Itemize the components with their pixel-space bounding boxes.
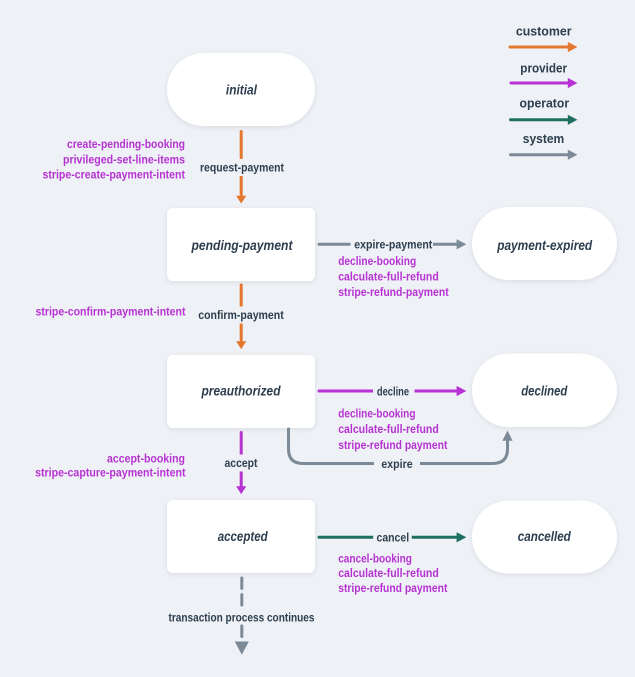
svg-text:initial: initial: [226, 82, 258, 98]
svg-text:confirm-payment: confirm-payment: [198, 308, 284, 322]
svg-text:transaction process continues: transaction process continues: [169, 611, 315, 625]
svg-text:create-pending-booking: create-pending-booking: [67, 137, 185, 151]
svg-text:system: system: [523, 132, 565, 146]
svg-text:accept: accept: [225, 456, 258, 470]
svg-text:stripe-refund payment: stripe-refund payment: [338, 438, 447, 452]
svg-text:calculate-full-refund: calculate-full-refund: [338, 422, 439, 436]
svg-text:expire: expire: [381, 457, 412, 471]
svg-text:provider: provider: [520, 61, 567, 75]
svg-text:accept-booking: accept-booking: [107, 452, 185, 466]
svg-text:cancel: cancel: [377, 531, 410, 545]
svg-text:preauthorized: preauthorized: [201, 383, 281, 399]
svg-text:operator: operator: [520, 97, 570, 111]
svg-text:customer: customer: [516, 24, 572, 38]
svg-text:payment-expired: payment-expired: [496, 237, 592, 253]
svg-text:stripe-create-payment-intent: stripe-create-payment-intent: [43, 168, 186, 182]
svg-text:calculate-full-refund: calculate-full-refund: [338, 566, 439, 580]
svg-text:request-payment: request-payment: [200, 160, 284, 174]
svg-text:declined: declined: [521, 383, 568, 399]
svg-text:stripe-capture-payment-intent: stripe-capture-payment-intent: [35, 466, 185, 480]
svg-text:privileged-set-line-items: privileged-set-line-items: [63, 152, 185, 166]
svg-text:stripe-refund-payment: stripe-refund-payment: [338, 285, 449, 299]
svg-text:decline-booking: decline-booking: [338, 406, 415, 420]
svg-text:pending-payment: pending-payment: [191, 237, 294, 253]
svg-text:stripe-confirm-payment-intent: stripe-confirm-payment-intent: [36, 304, 186, 318]
svg-text:decline-booking: decline-booking: [338, 254, 416, 268]
svg-text:calculate-full-refund: calculate-full-refund: [338, 269, 439, 283]
svg-text:cancelled: cancelled: [518, 528, 571, 544]
svg-text:decline: decline: [377, 384, 409, 398]
svg-text:expire-payment: expire-payment: [354, 238, 432, 252]
svg-text:cancel-booking: cancel-booking: [338, 551, 412, 565]
svg-text:accepted: accepted: [218, 528, 268, 544]
svg-text:stripe-refund payment: stripe-refund payment: [338, 581, 447, 595]
